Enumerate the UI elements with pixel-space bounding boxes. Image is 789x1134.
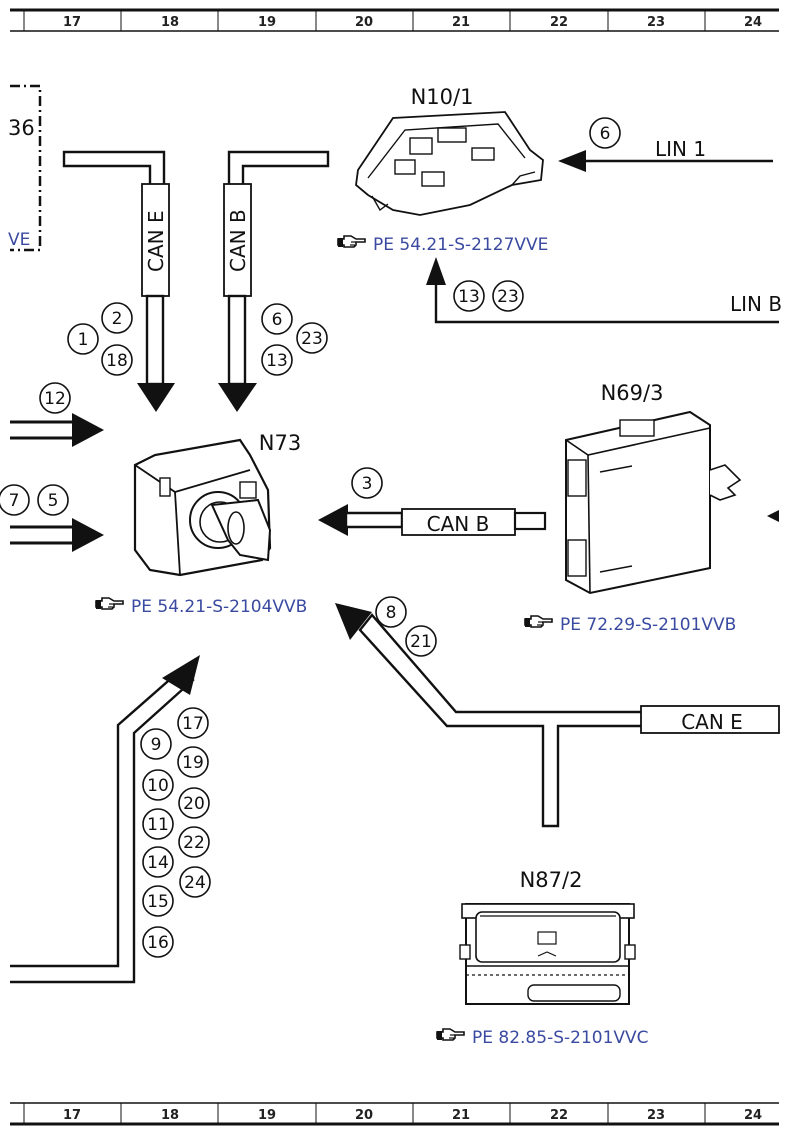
ruler-col-22: 22	[550, 1108, 568, 1123]
callout-13-top: 13	[458, 287, 480, 307]
n10-1-label: N10/1	[411, 85, 474, 109]
can-e-harness-left: CAN E	[62, 150, 175, 412]
n87-2-label: N87/2	[520, 868, 583, 892]
n10-1-module: N10/1	[355, 85, 544, 216]
callout-22: 22	[183, 833, 205, 853]
n10-1-reference[interactable]: PE 54.21-S-2127VVE	[337, 235, 548, 255]
lower-left-harness	[10, 655, 200, 984]
can-b-arrow	[218, 383, 257, 412]
can-e-horizontal-label: CAN E	[681, 710, 743, 734]
callout-6-lin: 6	[600, 124, 611, 144]
can-b-horizontal-harness: CAN B 3	[318, 467, 547, 536]
callout-2: 2	[112, 309, 123, 329]
pointing-hand-icon	[436, 1028, 465, 1041]
callout-6: 6	[272, 310, 283, 330]
input-arrow-5	[72, 518, 104, 552]
can-b-vertical-label: CAN B	[226, 209, 250, 272]
ruler-col-23: 23	[647, 1108, 665, 1123]
n87-2-reference[interactable]: PE 82.85-S-2101VVC	[436, 1028, 649, 1048]
n87-2-module: N87/2	[459, 868, 636, 1005]
pointing-hand-icon	[524, 615, 553, 628]
n73-ignition-switch: N73	[133, 431, 301, 577]
ruler-col-20: 20	[355, 15, 373, 30]
ruler-col-24: 24	[744, 1108, 762, 1123]
callout-24: 24	[184, 873, 206, 893]
n73-label: N73	[259, 431, 301, 455]
ruler-col-20: 20	[355, 1108, 373, 1123]
ruler-col-18: 18	[161, 15, 179, 30]
ruler-col-17: 17	[63, 1108, 81, 1123]
callout-10: 10	[147, 776, 169, 796]
n69-3-label: N69/3	[601, 381, 664, 405]
callout-16: 16	[147, 933, 169, 953]
callout-3: 3	[362, 474, 373, 494]
callout-7: 7	[9, 491, 20, 511]
n73-ref[interactable]: PE 54.21-S-2104VVB	[131, 597, 307, 617]
ruler-col-22: 22	[550, 15, 568, 30]
n10-1-ref[interactable]: PE 54.21-S-2127VVE	[373, 235, 548, 255]
lin-b-label: LIN B	[730, 292, 782, 316]
ruler-col-18: 18	[161, 1108, 179, 1123]
bottom-ruler: 17 18 19 20 21 22 23 24	[10, 1102, 779, 1126]
ruler-col-19: 19	[258, 15, 276, 30]
n87-2-ref[interactable]: PE 82.85-S-2101VVC	[472, 1028, 649, 1048]
n69-3-ref[interactable]: PE 72.29-S-2101VVB	[560, 615, 736, 635]
callout-8: 8	[386, 603, 397, 623]
can-b-horizontal-label: CAN B	[427, 512, 490, 536]
lin-b-connection: LIN B 13 23	[426, 257, 782, 324]
callout-5: 5	[48, 491, 59, 511]
pointing-hand-icon	[95, 597, 124, 610]
callout-21: 21	[410, 632, 432, 652]
lin-1-connection: LIN 1 6	[558, 117, 773, 172]
callout-23-top: 23	[497, 287, 519, 307]
callout-1: 1	[78, 330, 89, 350]
n69-3-module: N69/3	[565, 381, 779, 595]
callout-17: 17	[182, 714, 204, 734]
lower-left-arrow	[162, 655, 200, 695]
callout-12: 12	[44, 389, 66, 409]
can-b-harness-left: CAN B	[218, 150, 330, 412]
lin-1-arrow	[558, 150, 586, 172]
n69-3-reference[interactable]: PE 72.29-S-2101VVB	[524, 615, 736, 635]
left-partial-ref: VE	[8, 230, 30, 250]
callout-14: 14	[147, 853, 169, 873]
callouts-lower-left: 9 10 11 14 15 16 17 19 20 22 24	[140, 707, 211, 958]
callouts-n73-top: 1 2 18 6 23 13	[67, 302, 328, 376]
input-arrow-12	[72, 413, 104, 447]
can-e-vertical-label: CAN E	[144, 210, 168, 272]
lin-1-label: LIN 1	[655, 137, 706, 161]
callout-11: 11	[147, 815, 169, 835]
ruler-col-24: 24	[744, 15, 762, 30]
n73-reference[interactable]: PE 54.21-S-2104VVB	[95, 597, 307, 617]
callout-18: 18	[106, 351, 128, 371]
ruler-col-19: 19	[258, 1108, 276, 1123]
callout-15: 15	[147, 892, 169, 912]
left-partial-component: 36 VE	[8, 84, 42, 252]
can-e-lower-arrow	[335, 603, 372, 640]
pointing-hand-icon	[337, 235, 366, 248]
can-b-horizontal-arrow	[318, 504, 348, 536]
ruler-col-21: 21	[452, 15, 470, 30]
can-e-arrow	[137, 383, 175, 412]
top-ruler: 17 18 19 20 21 22 23 24	[10, 8, 779, 32]
callout-13: 13	[266, 351, 288, 371]
callout-9: 9	[151, 735, 162, 755]
callout-23: 23	[301, 329, 323, 349]
ruler-col-23: 23	[647, 15, 665, 30]
lin-b-arrow	[426, 257, 446, 285]
ruler-col-17: 17	[63, 15, 81, 30]
ruler-col-21: 21	[452, 1108, 470, 1123]
callout-20: 20	[183, 794, 205, 814]
can-e-lower-harness: CAN E 8 21	[335, 596, 780, 828]
callout-19: 19	[182, 753, 204, 773]
left-partial-code: 36	[8, 116, 35, 140]
left-inputs: 12 7 5	[0, 382, 104, 552]
